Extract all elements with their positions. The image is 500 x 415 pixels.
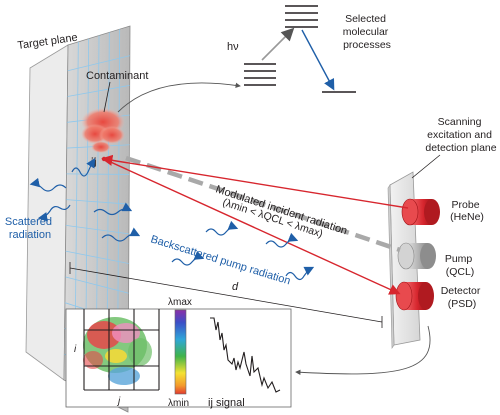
probe-cylinder — [401, 198, 440, 226]
pump-label: Pump (QCL) — [445, 253, 475, 278]
grid-line — [66, 173, 130, 175]
data-return-arrow — [295, 325, 431, 375]
modulated-pump-beam — [125, 155, 401, 253]
spectral-image-grid — [83, 309, 160, 391]
pixel-spot — [101, 156, 107, 162]
scattered-radiation-label: Scattered radiation — [5, 216, 55, 241]
contaminant-label: Contaminant — [86, 70, 148, 82]
signal-spectrum-trace — [210, 317, 281, 393]
grid-line — [67, 55, 130, 72]
pixel-label: ij — [91, 157, 97, 168]
grid-line — [67, 84, 130, 97]
spectral-image — [83, 317, 152, 385]
detector-cylinder — [395, 281, 434, 311]
photon-label: hν — [227, 41, 239, 53]
absorption-arrow — [261, 27, 295, 61]
ij-signal-label: ij signal — [208, 397, 245, 409]
emission-arrow — [301, 29, 335, 91]
grid-line — [65, 276, 129, 294]
scanning-plane-pointer — [411, 154, 441, 179]
grid-line — [66, 199, 130, 205]
contaminant-blob — [81, 108, 125, 153]
axis-j-label: j — [116, 396, 121, 407]
detector-label: Detector (PSD) — [441, 285, 484, 310]
contaminant-pointer — [103, 81, 111, 113]
excitation-arrow — [117, 82, 241, 113]
lambda-min-label: λmin — [168, 398, 189, 409]
lambda-max-label: λmax — [168, 297, 192, 308]
pump-cylinder — [397, 242, 436, 270]
energy-level-diagram — [244, 5, 356, 93]
red-beams — [101, 154, 409, 295]
distance-label: d — [232, 281, 239, 293]
scanning-plane-label: Scanning excitation and detection plane — [425, 116, 496, 154]
scattered-radiation-wiggles — [29, 157, 315, 281]
grid-line — [65, 224, 129, 235]
selected-processes-label: Selected molecular processes — [343, 13, 391, 51]
axis-i-label: i — [74, 344, 77, 355]
distance-indicator — [69, 262, 383, 328]
wavelength-colorbar — [174, 309, 187, 395]
probe-label: Probe (HeNe) — [450, 199, 484, 223]
grid-line — [65, 250, 129, 264]
